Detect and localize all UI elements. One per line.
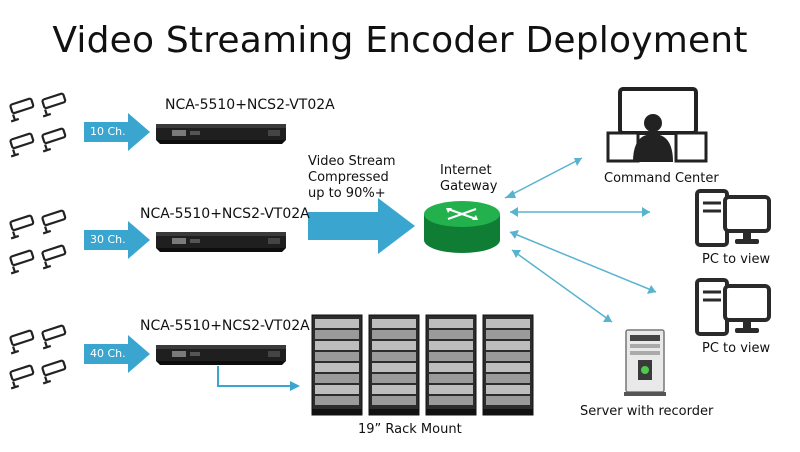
- channel-arrow-30: [84, 221, 150, 259]
- server-label: Server with recorder: [580, 404, 714, 419]
- channel-label-40: 40 Ch.: [90, 347, 126, 360]
- encoder-device-3: [156, 345, 286, 365]
- stream-label-line-3: up to 90%+: [308, 186, 386, 201]
- stream-label: Video Stream Compressed up to 90%+: [308, 154, 396, 202]
- command-center-label: Command Center: [604, 171, 719, 186]
- rack-connector: [217, 366, 292, 387]
- rack-server-icon: [482, 314, 534, 416]
- server-icon: [624, 329, 666, 396]
- channel-label-30: 30 Ch.: [90, 233, 126, 246]
- camera-icon: [8, 364, 35, 390]
- encoder-device-2: [156, 232, 286, 252]
- camera-icon: [40, 92, 67, 118]
- camera-icon: [40, 359, 67, 385]
- pc-icon: [695, 189, 771, 247]
- command-center-icon: [606, 87, 708, 163]
- channel-arrow-40: [84, 335, 150, 373]
- camera-icon: [40, 244, 67, 270]
- rack-server-icon: [368, 314, 420, 416]
- gateway-label: Internet Gateway: [440, 163, 497, 195]
- stream-label-line-2: Compressed: [308, 170, 389, 185]
- page-title: Video Streaming Encoder Deployment: [52, 20, 748, 61]
- encoder-label-3: NCA-5510+NCS2-VT02A: [140, 318, 310, 334]
- gateway-label-line-2: Gateway: [440, 179, 498, 194]
- camera-cluster-10: [8, 92, 67, 158]
- camera-icon: [40, 127, 67, 153]
- encoder-label-1: NCA-5510+NCS2-VT02A: [165, 97, 335, 113]
- pc-label-2: PC to view: [702, 341, 771, 356]
- encoder-label-2: NCA-5510+NCS2-VT02A: [140, 206, 310, 222]
- camera-icon: [8, 97, 35, 123]
- rack-server-icon: [425, 314, 477, 416]
- camera-icon: [8, 249, 35, 275]
- camera-icon: [8, 132, 35, 158]
- camera-icon: [40, 324, 67, 350]
- channel-label-10: 10 Ch.: [90, 125, 126, 138]
- rack-label: 19” Rack Mount: [358, 422, 462, 437]
- channel-arrow-10: [84, 113, 150, 151]
- pc-icon: [695, 278, 771, 336]
- router-icon: [424, 201, 500, 253]
- pc-label-1: PC to view: [702, 252, 771, 267]
- rack-server-icon: [311, 314, 363, 416]
- camera-icon: [40, 209, 67, 235]
- network-links: [504, 157, 657, 323]
- camera-cluster-40: [8, 324, 67, 390]
- camera-cluster-30: [8, 209, 67, 275]
- encoder-device-1: [156, 124, 286, 144]
- camera-icon: [8, 214, 35, 240]
- stream-arrow: [308, 198, 415, 254]
- camera-icon: [8, 329, 35, 355]
- stream-label-line-1: Video Stream: [308, 154, 396, 169]
- gateway-label-line-1: Internet: [440, 163, 492, 178]
